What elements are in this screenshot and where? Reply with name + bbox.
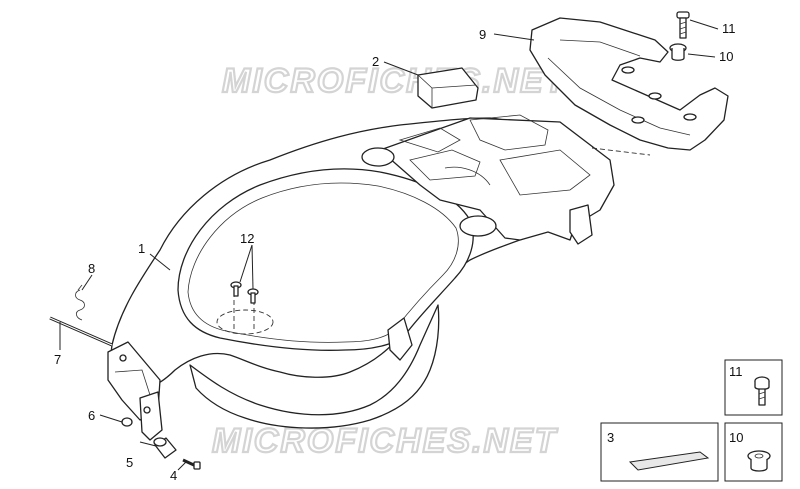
detail-box-10-label: 10 <box>729 430 743 445</box>
screw-icon <box>676 11 690 39</box>
callout-10: 10 <box>719 49 733 64</box>
screw-icon <box>230 281 259 304</box>
screw-icon <box>754 376 770 406</box>
helmet-compartment-body <box>107 114 615 441</box>
detail-box-11: 11 <box>724 359 783 416</box>
detail-box-3: 3 <box>600 422 719 482</box>
nut-icon <box>121 417 133 427</box>
callout-11: 11 <box>722 21 736 36</box>
callout-8: 8 <box>88 261 95 276</box>
rubber-pad <box>417 67 479 109</box>
callout-7: 7 <box>54 352 61 367</box>
hinge-rod <box>49 316 113 347</box>
callout-1: 1 <box>138 241 145 256</box>
callout-12: 12 <box>240 231 254 246</box>
watermark-top: MICROFICHES.NET <box>222 62 569 100</box>
detail-box-10: 10 <box>724 422 783 482</box>
washer-icon <box>669 43 687 61</box>
screw-icon <box>182 458 201 470</box>
callout-4: 4 <box>170 468 177 483</box>
callout-2: 2 <box>372 54 379 69</box>
callout-9: 9 <box>479 27 486 42</box>
cap-icon <box>747 450 771 472</box>
grab-rail <box>529 17 729 156</box>
strip-icon <box>628 451 710 471</box>
detail-box-3-label: 3 <box>607 430 614 445</box>
bushing-icon <box>153 437 177 459</box>
spring-clip <box>75 284 85 321</box>
watermark-bottom: MICROFICHES.NET <box>212 422 559 460</box>
callout-5: 5 <box>126 455 133 470</box>
detail-box-11-label: 11 <box>729 364 743 379</box>
callout-6: 6 <box>88 408 95 423</box>
